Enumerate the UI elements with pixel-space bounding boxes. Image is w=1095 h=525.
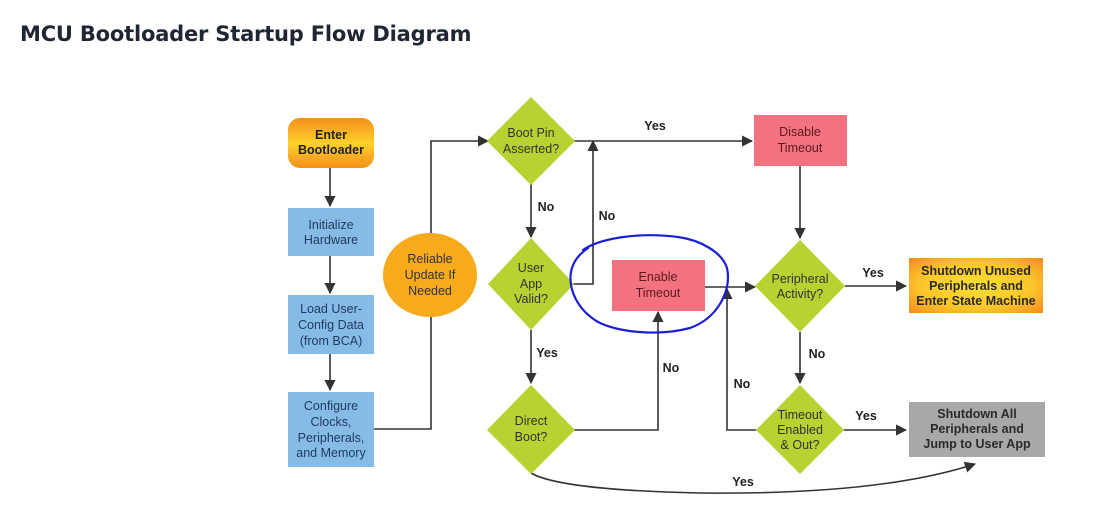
node-user-app-line1: User [518, 261, 544, 275]
node-reliable-update: Reliable Update If Needed [383, 233, 477, 317]
node-configure-clocks-line3: Peripherals, [298, 431, 365, 445]
edges [324, 135, 977, 494]
node-disable-timeout: Disable Timeout [754, 115, 847, 166]
node-peripheral-line2: Activity? [777, 287, 824, 301]
node-enable-timeout-line1: Enable [639, 270, 678, 284]
node-enable-timeout-line2: Timeout [636, 286, 681, 300]
node-direct-boot: Direct Boot? [487, 385, 575, 474]
node-enable-timeout: Enable Timeout [612, 260, 705, 311]
label-timeout-yes: Yes [855, 409, 877, 423]
node-enter-bootloader: Enter Bootloader [288, 118, 374, 168]
label-timeout-no: No [734, 377, 751, 391]
node-disable-timeout-line2: Timeout [778, 141, 823, 155]
node-boot-pin-line2: Asserted? [503, 142, 559, 156]
label-directboot-no: No [663, 361, 680, 375]
node-configure-clocks-line2: Clocks, [311, 415, 352, 429]
node-enter-bootloader-line2: Bootloader [298, 143, 364, 157]
node-load-user-config-line1: Load User- [300, 302, 362, 316]
node-configure-clocks: Configure Clocks, Peripherals, and Memor… [288, 392, 374, 467]
node-user-app-line2: App [520, 277, 542, 291]
node-load-user-config-line2: Config Data [298, 318, 364, 332]
edge-directboot-no-to-enable [574, 310, 664, 431]
node-boot-pin-line1: Boot Pin [507, 126, 554, 140]
node-shutdown-all-line1: Shutdown All [937, 407, 1016, 421]
label-bootpin-no: No [538, 200, 555, 214]
node-shutdown-all: Shutdown All Peripherals and Jump to Use… [909, 402, 1045, 457]
node-configure-clocks-line1: Configure [304, 399, 358, 413]
label-bootpin-yes: Yes [644, 119, 666, 133]
node-peripheral-activity: Peripheral Activity? [755, 240, 845, 332]
edge-userapp-no-to-bootpin [573, 139, 599, 285]
edge-directboot-yes-to-shutdown-all [530, 461, 977, 494]
node-reliable-update-line2: Update If [405, 268, 456, 282]
label-peripheral-yes: Yes [862, 266, 884, 280]
node-reliable-update-line1: Reliable [407, 252, 452, 266]
node-enter-bootloader-line1: Enter [315, 128, 347, 142]
label-userapp-yes: Yes [536, 346, 558, 360]
label-directboot-yes: Yes [732, 475, 754, 489]
node-peripheral-line1: Peripheral [772, 272, 829, 286]
label-userapp-no: No [599, 209, 616, 223]
node-timeout-enabled-out: Timeout Enabled & Out? [756, 385, 844, 474]
node-shutdown-unused-line3: Enter State Machine [916, 294, 1036, 308]
node-load-user-config: Load User- Config Data (from BCA) [288, 295, 374, 354]
node-initialize-hardware-line1: Initialize [308, 218, 353, 232]
edge-timeout-no-to-peripheral [721, 287, 756, 431]
node-direct-boot-line2: Boot? [515, 430, 548, 444]
node-initialize-hardware: Initialize Hardware [288, 208, 374, 256]
node-shutdown-unused-line2: Peripherals and [929, 279, 1023, 293]
node-shutdown-unused-line1: Shutdown Unused [921, 264, 1031, 278]
label-peripheral-no: No [809, 347, 826, 361]
node-initialize-hardware-line2: Hardware [304, 233, 358, 247]
node-reliable-update-line3: Needed [408, 284, 452, 298]
node-configure-clocks-line4: and Memory [296, 446, 366, 460]
node-direct-boot-line1: Direct [515, 414, 548, 428]
node-shutdown-all-line3: Jump to User App [923, 437, 1031, 451]
page-title: MCU Bootloader Startup Flow Diagram [20, 22, 472, 46]
node-boot-pin-asserted: Boot Pin Asserted? [487, 97, 575, 185]
node-disable-timeout-line1: Disable [779, 125, 821, 139]
node-load-user-config-line3: (from BCA) [300, 334, 363, 348]
node-user-app-valid: User App Valid? [488, 238, 574, 330]
node-timeout-line3: & Out? [781, 438, 820, 452]
node-timeout-line1: Timeout [778, 408, 823, 422]
annotation-circle [569, 234, 730, 334]
edge-labels: Yes No No Yes No Yes Yes No No Yes [536, 119, 884, 489]
node-shutdown-all-line2: Peripherals and [930, 422, 1024, 436]
node-timeout-line2: Enabled [777, 423, 823, 437]
node-shutdown-unused: Shutdown Unused Peripherals and Enter St… [909, 258, 1043, 313]
node-user-app-line3: Valid? [514, 292, 548, 306]
